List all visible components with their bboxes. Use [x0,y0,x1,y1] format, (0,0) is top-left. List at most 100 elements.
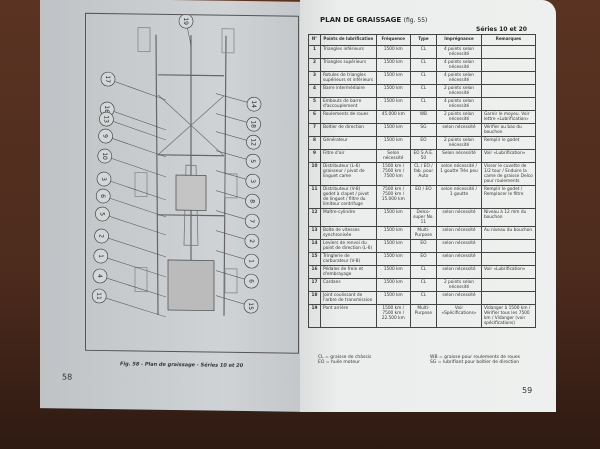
figure-caption: Fig. 58 - Plan de graissage - Séries 10 … [120,361,244,370]
callout-circle [95,188,111,204]
callout-number: 3 [249,179,256,183]
callout-circle [245,193,260,209]
column-header: Remarques [480,34,537,46]
table-cell: Voir «Lubrification» [480,149,537,163]
callout-number: 7 [248,219,255,223]
table-cell: CL [409,84,438,98]
leader-line [101,235,167,258]
table-cell: 14 [308,239,321,253]
table-cell: EO [409,252,438,266]
table-cell: Visser le cuvette de 1/2 tour / Enduire … [480,162,537,186]
table-cell: 1500 km [375,71,411,85]
callout-number: 5 [249,159,256,163]
table-cell: Remplir le godet [480,136,537,150]
table-cell: 12 [308,208,321,227]
table-cell: Pont arrière [320,304,377,328]
legend-item: EO = huile moteur [318,360,360,365]
callout-circle [98,128,113,144]
table-cell [480,239,537,253]
gearbox [175,174,207,211]
legend-item: SG = lubrifiant pour boîtier de directio… [430,360,520,365]
table-cell: 5 [308,97,321,111]
table-cell: 1500 km [375,239,411,253]
table-cell: Distributeur (L-6) graisseur / pivot de … [320,162,377,186]
table-cell: Vidanger à 1500 km / Vérifier tous les 7… [480,304,537,328]
column-header: Fréquence [375,34,411,46]
table-cell: selon nécessité [436,208,482,227]
callout-number: 18 [250,120,257,128]
table-cell: Générateur [320,136,377,150]
callout-number: 5 [98,212,105,216]
callout-number: 8 [249,199,256,203]
table-cell: Garnir le moyeu. Voir lettre «Lubrificat… [480,110,537,124]
table-cell: 6 [308,110,321,124]
callout-circle [243,298,259,314]
table-cell: Barre intermédiaire [320,84,377,98]
legend-right: WB = graisse pour roulements de roues SG… [430,355,520,365]
table-cell: CL [409,278,438,292]
table-cell: EO [409,136,438,150]
table-cell: 15 [308,252,321,266]
callout-circle [245,153,261,169]
leader-line [104,155,167,178]
table-cell: selon nécessité [436,265,482,279]
table-cell: Roulements de roues [320,110,377,124]
table-cell: Boîte de vitesses synchronisée [320,226,377,240]
table-cell: Boîtier de direction [320,123,377,137]
callout-circle [100,71,116,87]
table-cell: 1 [308,45,321,59]
table-cell: 2 points selon nécessité [436,278,482,292]
callout-circle [244,273,259,289]
column-header: Points de lubrification [320,34,377,46]
table-cell: 2 points selon nécessité [436,84,482,98]
legend-item: WB = graisse pour roulements de roues [430,355,520,360]
table-cell: 1500 km [375,278,411,292]
driveshaft [157,94,225,246]
callout-circle [244,213,260,229]
leader-line [106,118,167,141]
column-header: Imprégnance [436,34,482,46]
leader-line [105,135,167,158]
table-cell: selon nécessité [436,226,482,240]
table-cell: Voir «Spécifications» [436,304,482,328]
table-cell: CL [409,45,438,59]
wheel [134,172,148,198]
leader-line [107,108,167,131]
wheel [224,173,238,199]
leader-line [107,78,167,101]
table-cell: Pédales de frein et d'embrayage [320,265,377,279]
table-cell: 1500 km / 7500 km / 7500 km [375,162,411,186]
table-cell: 9 [308,149,321,163]
table-cell: 18 [308,291,321,305]
table-cell: 4 points selon nécessité [436,97,482,111]
table-cell: Filtre d'air [320,149,377,163]
table-cell: 1500 km [375,97,411,111]
table-cell: 1500 km [375,291,411,305]
series-label: Séries 10 et 20 [476,26,527,33]
table-cell: selon nécessité [436,252,482,266]
table-cell: 7 [308,123,321,137]
table-cell: 1500 km [375,123,411,137]
callout-circle [95,206,110,222]
table-cell: 1500 km [375,58,411,72]
table-cell: 7500 km / 7500 km / 15.000 km [375,185,411,209]
table-cell: Embouts de barre d'accouplement [320,97,377,111]
callout-number: 14 [250,100,257,108]
table-cell: 1500 km [375,226,411,240]
table-cell: Distributeur (V-8) godet à clapet / pivo… [320,185,377,209]
table-cell: 2 points selon nécessité [436,136,482,150]
table-cell: Delco-super No. 11 [409,208,438,227]
table-cell: selon nécessité / 1 goutte [436,185,482,209]
